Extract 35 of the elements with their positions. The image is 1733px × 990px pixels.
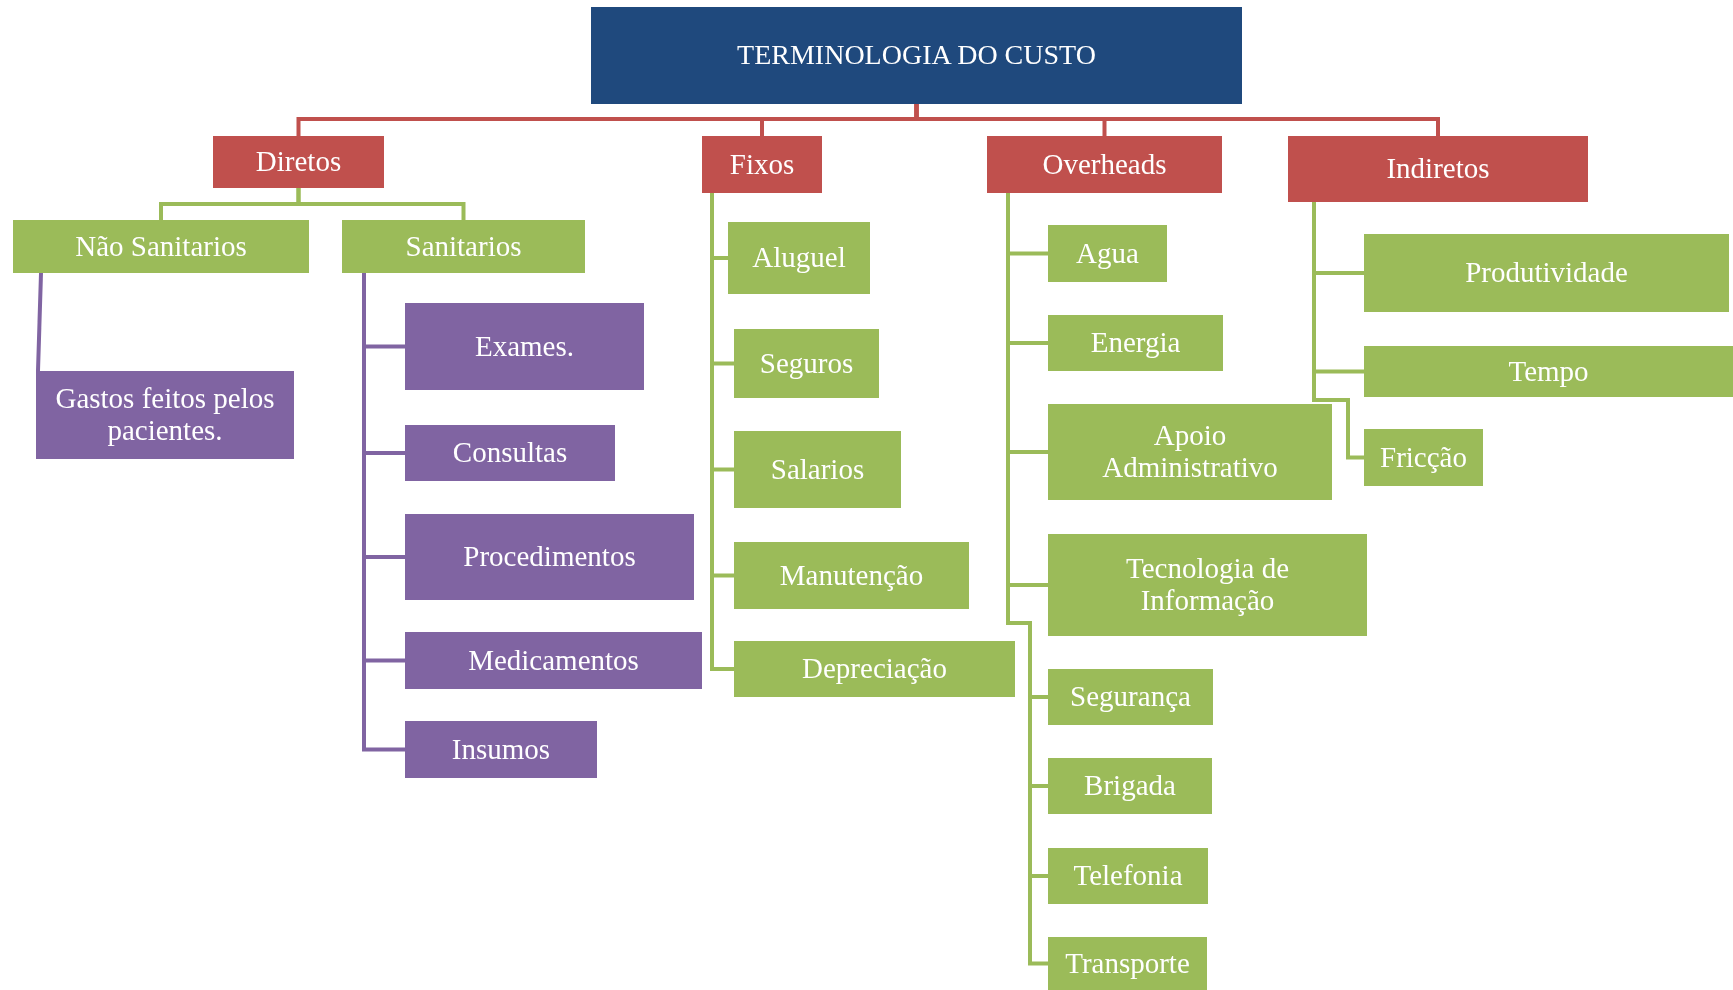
category-box: Fricção (1364, 429, 1483, 486)
category-box: Tecnologia de Informação (1048, 534, 1367, 636)
category-box: Manutenção (734, 542, 969, 609)
connector-line (710, 193, 734, 671)
connector-line (914, 104, 1440, 136)
category-box: Não Sanitarios (13, 220, 309, 273)
category-box: Aluguel (728, 222, 870, 294)
category-box: Procedimentos (405, 514, 694, 600)
connector-line (362, 273, 405, 752)
category-box: Telefonia (1048, 848, 1208, 904)
category-box: Fixos (702, 136, 822, 193)
category-box: Overheads (987, 136, 1222, 193)
title-box: TERMINOLOGIA DO CUSTO (591, 7, 1242, 104)
category-box: Tempo (1364, 346, 1733, 397)
category-box: Energia (1048, 315, 1223, 371)
category-box: Depreciação (734, 641, 1015, 697)
category-box: Exames. (405, 303, 644, 390)
category-box: Apoio Administrativo (1048, 404, 1332, 500)
category-box: Indiretos (1288, 136, 1588, 202)
connector-line (36, 272, 43, 372)
connector-line (1312, 202, 1364, 460)
category-box: Seguros (734, 329, 879, 398)
category-box: Agua (1048, 225, 1167, 282)
category-box: Segurança (1048, 669, 1213, 725)
category-box: Gastos feitos pelos pacientes. (36, 371, 294, 459)
category-box: Brigada (1048, 758, 1212, 814)
category-box: Produtividade (1364, 234, 1729, 312)
category-box: Consultas (405, 425, 615, 481)
category-box: Diretos (213, 136, 384, 188)
category-box: Salarios (734, 431, 901, 508)
category-box: Medicamentos (405, 632, 702, 689)
category-box: Transporte (1048, 937, 1207, 990)
category-box: Insumos (405, 721, 597, 778)
category-box: Sanitarios (342, 220, 585, 273)
connector-line (296, 188, 466, 220)
